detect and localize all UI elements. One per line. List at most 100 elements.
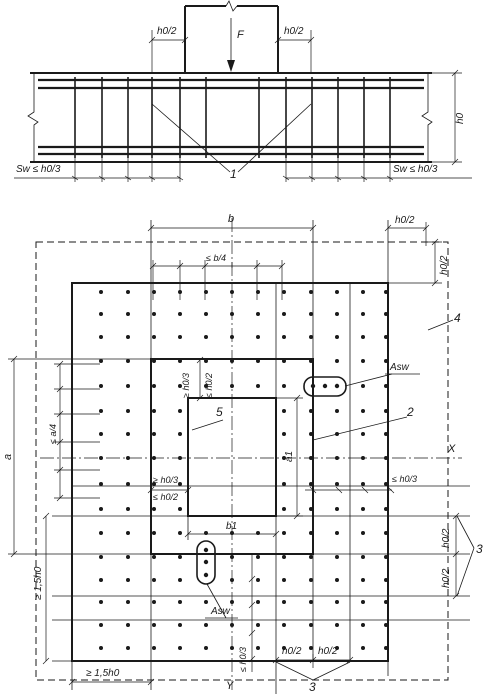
stirrup-dot	[256, 531, 260, 535]
stirrup-dot	[178, 531, 182, 535]
stirrup-dot	[230, 359, 234, 363]
stirrup-dot	[335, 432, 339, 436]
dim-15h0-bottom-label: ≥ 1,5h0	[86, 668, 120, 679]
stirrup-dot	[384, 335, 388, 339]
stirrup-dot	[309, 623, 313, 627]
stirrup-dot	[99, 555, 103, 559]
stirrup-dot	[204, 531, 208, 535]
stirrup-dot	[99, 432, 103, 436]
dim-h0-half-top2-label: ≤ h0/2	[204, 373, 214, 398]
stirrup-dot	[256, 578, 260, 582]
plan-view: 4 2 5 X Y	[2, 213, 483, 694]
stirrup-dot	[178, 646, 182, 650]
dim-spacing-right-label: Sw ≤ h0/3	[393, 164, 438, 175]
stirrup-dot	[282, 600, 286, 604]
stirrup-dot	[152, 409, 156, 413]
dim-b-label: b	[228, 213, 234, 225]
stirrup-dot	[282, 384, 286, 388]
asw-top-leader	[344, 373, 393, 387]
stirrup-dot	[178, 507, 182, 511]
stirrup-dot	[204, 290, 208, 294]
dim-height	[432, 69, 462, 166]
stirrup-dot	[126, 531, 130, 535]
stirrup-dot	[384, 507, 388, 511]
dim-15h0-left	[42, 512, 50, 665]
dim-a-label: a	[2, 454, 14, 460]
stirrup-dot	[126, 507, 130, 511]
stirrup-dot	[178, 432, 182, 436]
load-arrowhead	[227, 60, 235, 72]
stirrup-dot	[335, 456, 339, 460]
callout-1: 1	[230, 167, 237, 181]
stirrup-dot	[99, 482, 103, 486]
stirrup-dot	[152, 359, 156, 363]
stirrup-dot	[335, 359, 339, 363]
stirrup-dot	[361, 623, 365, 627]
stirrup-dot	[152, 290, 156, 294]
dim-h0-half-bot-a-label: h0/2	[282, 646, 302, 657]
stirrup-dot	[309, 335, 313, 339]
stirrup-dot	[99, 623, 103, 627]
stirrup-dot	[126, 290, 130, 294]
stirrup-dot	[256, 646, 260, 650]
stirrup-dot	[309, 578, 313, 582]
dim-h0-third-right	[305, 486, 395, 494]
stirrup-dot	[361, 409, 365, 413]
stirrup-dot	[178, 600, 182, 604]
stirrup-dot	[178, 482, 182, 486]
stirrup-dot	[361, 335, 365, 339]
stirrup-dot	[99, 384, 103, 388]
stirrup-dot	[361, 456, 365, 460]
stirrup-dot	[361, 578, 365, 582]
stirrup-dot	[178, 312, 182, 316]
dim-h0-half-right	[274, 30, 315, 74]
axis-x-label: X	[447, 443, 456, 455]
stirrup-dot	[256, 335, 260, 339]
stirrup-dot	[384, 359, 388, 363]
stirrup-dot	[361, 600, 365, 604]
dim-h0-half-rside-label: h0/2	[439, 255, 450, 275]
stirrup-dot	[384, 432, 388, 436]
stirrup-dot	[152, 384, 156, 388]
asw-bottom-label: Asw	[210, 606, 231, 617]
stirrup-dot	[309, 600, 313, 604]
stirrup-dot	[99, 409, 103, 413]
dim-a-quarter-label: ≤ a/4	[48, 424, 58, 444]
stirrup-dot	[335, 623, 339, 627]
stirrup-dot	[204, 359, 208, 363]
dim-15h0-bottom	[68, 678, 155, 686]
stirrup-dot	[361, 507, 365, 511]
stirrup-dot	[384, 290, 388, 294]
dim-h0-half-r2-label: h0/2	[441, 568, 452, 588]
callout-3-right: 3	[476, 542, 483, 556]
asw-dot	[334, 383, 340, 389]
stirrup-dot	[282, 312, 286, 316]
stirrup-dot	[361, 531, 365, 535]
dim-h0-third-left-label: ≥ h0/3	[153, 475, 178, 485]
stirrup-dot	[152, 507, 156, 511]
dim-h0-near-left	[147, 486, 192, 494]
dim-h0-half-right-label: h0/2	[284, 26, 304, 37]
stirrup-dot	[152, 312, 156, 316]
stirrup-dot	[361, 359, 365, 363]
stirrup-dot	[126, 623, 130, 627]
stirrup-dot	[230, 600, 234, 604]
stirrup-dot	[309, 482, 313, 486]
stirrup-dot	[152, 432, 156, 436]
dim-h0-third-right-label: ≤ h0/3	[392, 474, 417, 484]
stirrup-dot	[282, 531, 286, 535]
stirrup-dot	[152, 555, 156, 559]
load-label: F	[237, 29, 245, 41]
stirrup-dot	[282, 578, 286, 582]
stirrup-dot	[335, 335, 339, 339]
stirrup-dot	[178, 335, 182, 339]
stirrup-dot	[152, 600, 156, 604]
stirrup-dot	[384, 555, 388, 559]
stirrup-dot	[309, 646, 313, 650]
callout-5: 5	[216, 405, 223, 419]
stirrup-dot	[152, 646, 156, 650]
asw-stirrup-group-top	[303, 376, 347, 397]
stirrup-row-lines	[8, 220, 470, 694]
stirrup-dot	[282, 456, 286, 460]
stirrup-dot	[126, 646, 130, 650]
